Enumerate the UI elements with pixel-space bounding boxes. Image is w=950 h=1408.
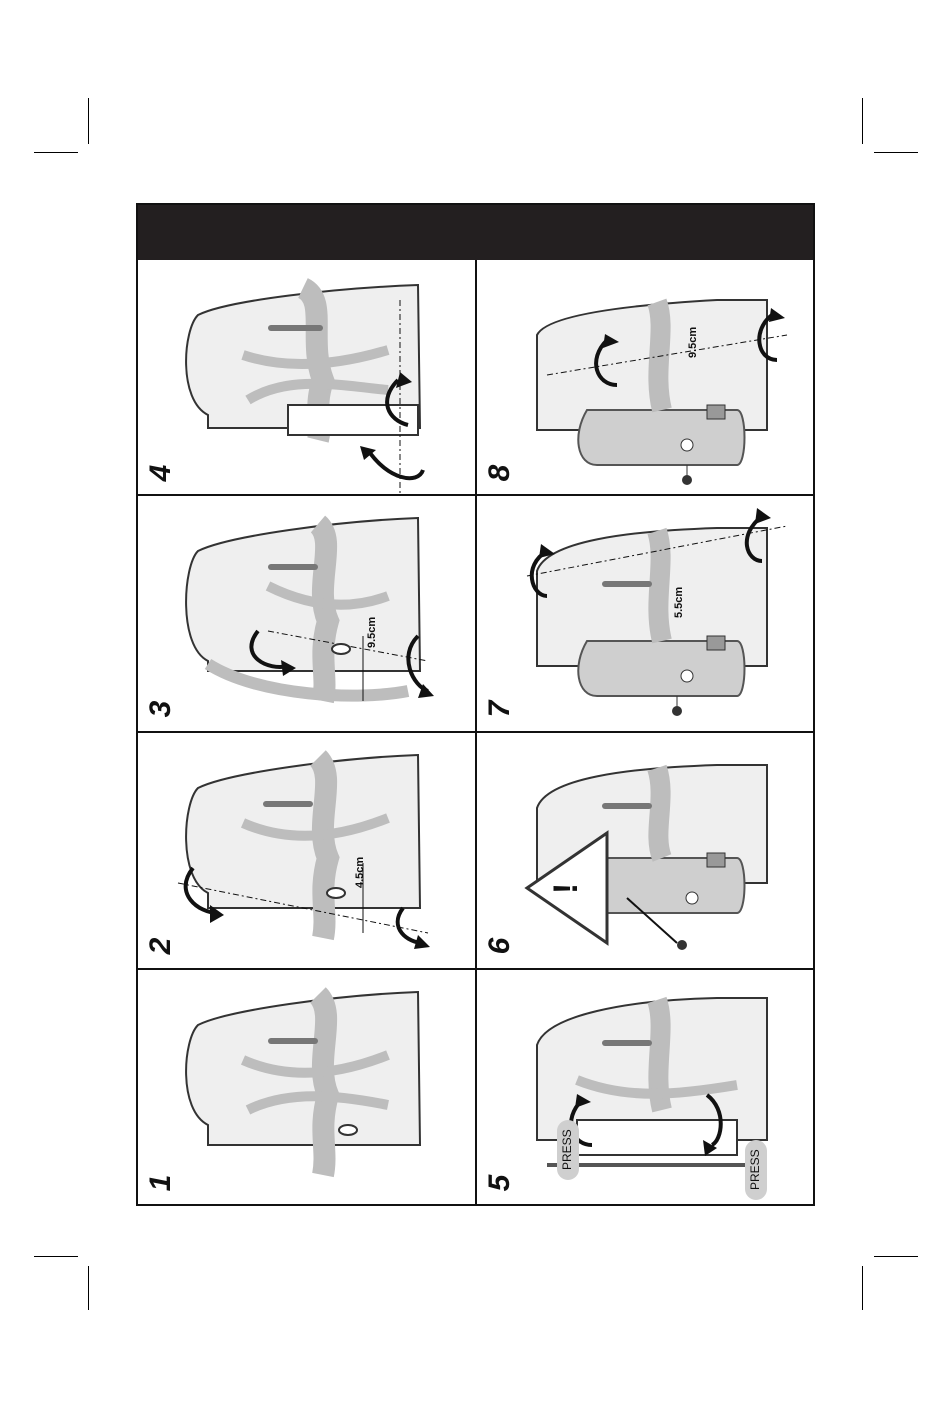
- step-3-panel: 9.5cm 3: [138, 496, 475, 731]
- measurement-label: 5.5cm: [673, 587, 685, 618]
- crop-mark: [874, 152, 918, 153]
- step-number: 6: [483, 931, 517, 961]
- crop-mark: [88, 1266, 89, 1310]
- press-label: PRESS: [560, 1129, 574, 1170]
- step-8-illustration: [477, 260, 813, 494]
- step-1-panel: 1: [138, 970, 475, 1204]
- step-4-panel: 4: [138, 260, 475, 494]
- crop-mark: [34, 152, 78, 153]
- step-grid: 4 9.5cm 3: [138, 260, 813, 1204]
- measurement-label: 9.5cm: [366, 617, 378, 648]
- press-button-left[interactable]: PRESS: [557, 1120, 579, 1180]
- step-7-illustration: [477, 496, 813, 731]
- press-button-right[interactable]: PRESS: [745, 1140, 767, 1200]
- header-bar: [138, 205, 813, 260]
- measurement-label: 4.5cm: [354, 857, 366, 888]
- step-number: 7: [483, 694, 517, 724]
- step-1-illustration: [138, 970, 475, 1204]
- step-6-illustration: [477, 733, 813, 968]
- crop-mark: [34, 1256, 78, 1257]
- step-number: 1: [144, 1168, 178, 1198]
- step-8-panel: 9.5cm 8: [477, 260, 813, 494]
- step-2-panel: 4.5cm 2: [138, 733, 475, 968]
- crop-mark: [862, 98, 863, 144]
- instruction-sheet: 4 9.5cm 3: [136, 203, 815, 1206]
- crop-mark: [88, 98, 89, 144]
- step-5-panel: PRESS PRESS 5: [477, 970, 813, 1204]
- step-6-panel: ! 6: [477, 733, 813, 968]
- press-label: PRESS: [748, 1149, 762, 1190]
- measurement-label: 9.5cm: [687, 327, 699, 358]
- step-number: 8: [483, 458, 517, 488]
- step-2-illustration: [138, 733, 475, 968]
- step-number: 4: [144, 458, 178, 488]
- crop-mark: [862, 1266, 863, 1310]
- crop-mark: [874, 1256, 918, 1257]
- step-number: 5: [483, 1168, 517, 1198]
- step-3-illustration: [138, 496, 475, 731]
- step-number: 2: [144, 931, 178, 961]
- warning-mark: !: [547, 883, 586, 894]
- step-7-panel: 5.5cm 7: [477, 496, 813, 731]
- step-number: 3: [144, 694, 178, 724]
- step-4-illustration: [138, 260, 475, 494]
